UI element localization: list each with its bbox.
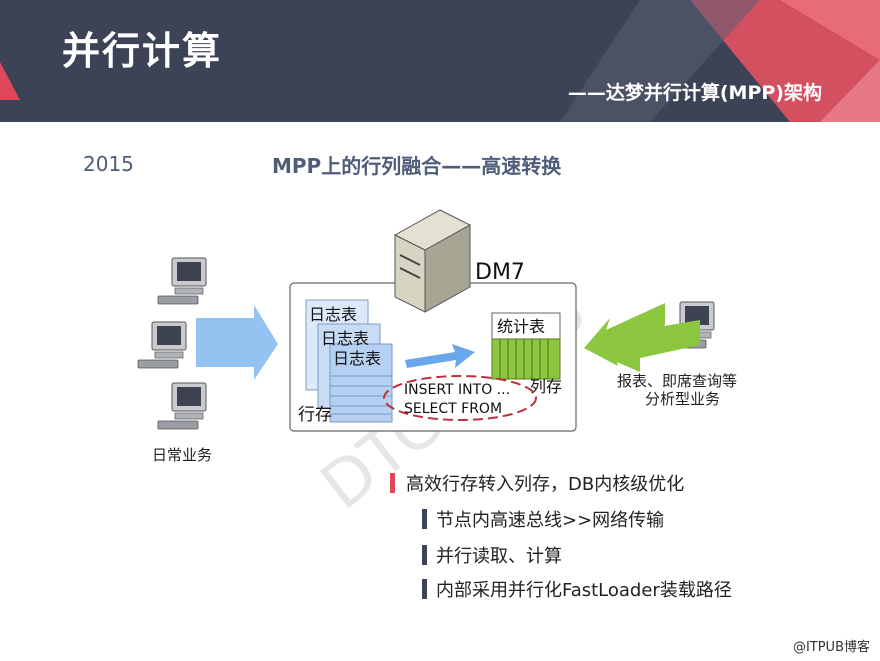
row-table-1: 日志表	[309, 305, 357, 324]
bullet-marker	[422, 579, 427, 599]
stat-table-label: 统计表	[497, 317, 545, 336]
bullet-marker	[390, 473, 395, 493]
server-icon	[393, 209, 472, 313]
row-store-tables	[305, 299, 393, 423]
sql-line-1: INSERT INTO ...	[404, 382, 510, 398]
bullet-sub-text: 并行读取、计算	[436, 546, 562, 567]
computer-icon	[137, 321, 187, 369]
right-label-line2: 分析型业务	[645, 390, 721, 408]
column-store-table	[491, 312, 561, 380]
header-banner: 并行计算 ——达梦并行计算(MPP)架构	[0, 0, 880, 122]
row-table-2: 日志表	[321, 329, 369, 348]
row-table-3: 日志表	[333, 349, 381, 368]
bullet-main-text: 高效行存转入列存，DB内核级优化	[406, 474, 685, 495]
year-label: 2015	[83, 152, 134, 176]
header-decoration	[0, 0, 880, 122]
arrow-transfer	[405, 344, 475, 368]
computer-icon	[157, 382, 207, 430]
right-label-line1: 报表、即席查询等	[617, 372, 738, 390]
section-heading: MPP上的行列融合——高速转换	[272, 154, 562, 178]
computer-icon	[157, 257, 207, 305]
page-title: 并行计算	[62, 29, 223, 73]
column-store-label: 列存	[530, 377, 562, 396]
server-label: DM7	[475, 260, 525, 285]
bullet-sub-text: 内部采用并行化FastLoader装载路径	[436, 580, 732, 601]
page-subtitle: ——达梦并行计算(MPP)架构	[567, 82, 822, 104]
sql-line-2: SELECT FROM	[404, 401, 502, 417]
bullet-marker	[422, 509, 427, 529]
row-store-label: 行存	[298, 405, 332, 425]
left-label: 日常业务	[152, 446, 213, 464]
sql-highlight-ellipse	[383, 375, 537, 421]
footer-credit: @ITPUB博客	[792, 640, 870, 655]
arrow-in-left	[196, 305, 278, 380]
bullet-marker	[422, 545, 427, 565]
bullet-sub-text: 节点内高速总线>>网络传输	[436, 510, 665, 531]
arrow-in-right-body	[584, 318, 700, 372]
